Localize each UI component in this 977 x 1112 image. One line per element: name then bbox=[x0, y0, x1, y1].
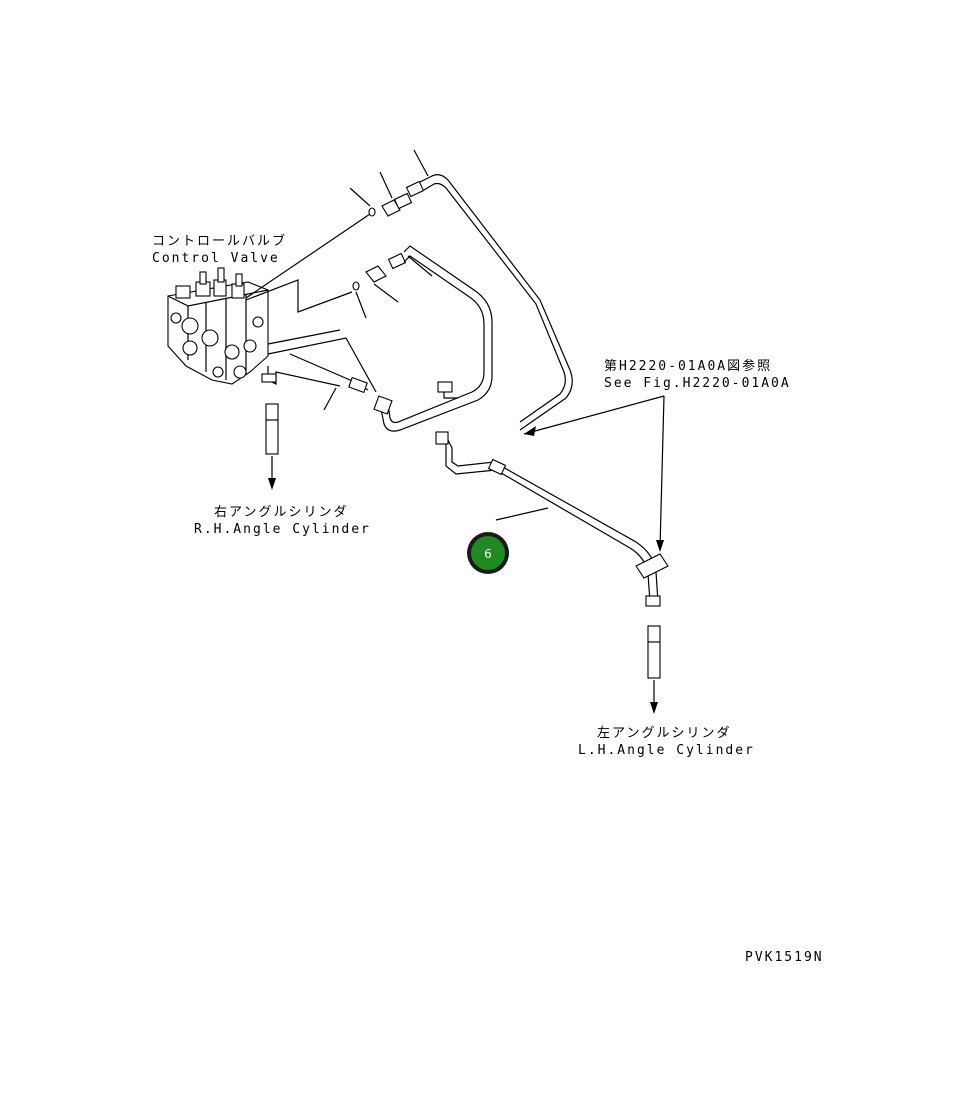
upper-long-pipe bbox=[419, 174, 573, 431]
control-valve-label-jp: コントロールバルブ bbox=[152, 233, 287, 249]
lh-cylinder-hose bbox=[647, 625, 661, 714]
lower-pipe-to-lh-cylinder bbox=[435, 431, 669, 607]
rh-cylinder-pipe bbox=[261, 329, 393, 415]
see-fig-label-jp: 第H2220-01A0A図参照 bbox=[604, 358, 772, 374]
see-fig-arrows bbox=[523, 395, 665, 552]
lh-cylinder-label-jp: 左アングルシリンダ bbox=[597, 726, 731, 741]
control-valve-drawing bbox=[167, 267, 269, 385]
lh-cylinder-label-en: L.H.Angle Cylinder bbox=[578, 743, 755, 758]
callout-marker-6[interactable]: 6 bbox=[467, 532, 509, 574]
rh-cylinder-hose bbox=[265, 403, 279, 490]
see-fig-label-en: See Fig.H2220-01A0A bbox=[604, 376, 791, 391]
drawing-code: PVK1519N bbox=[745, 950, 824, 965]
upper-fitting-drawing bbox=[349, 149, 429, 217]
rh-cylinder-label-jp: 右アングルシリンダ bbox=[214, 505, 348, 520]
callout-marker-fill bbox=[471, 536, 505, 570]
middle-fitting-drawing bbox=[352, 252, 433, 319]
middle-pipe-loop bbox=[379, 245, 493, 432]
callout-marker-number: 6 bbox=[484, 547, 492, 561]
valve-leader-lines bbox=[245, 213, 371, 313]
control-valve-label-en: Control Valve bbox=[152, 251, 280, 266]
rh-cylinder-label-en: R.H.Angle Cylinder bbox=[194, 522, 371, 537]
